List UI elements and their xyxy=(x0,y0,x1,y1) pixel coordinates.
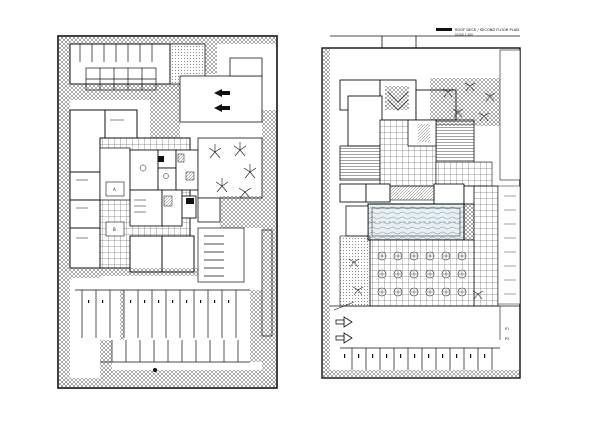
south-walk-hatch xyxy=(100,268,198,276)
room-tag: B xyxy=(113,227,116,232)
drawing-scale: SCALE 1:200 xyxy=(455,33,473,37)
corridor-hatch xyxy=(150,84,180,139)
stall-markers xyxy=(88,300,230,303)
driveway xyxy=(179,75,263,123)
drawing-title: ROOF DECK / SECOND FLOOR PLAN xyxy=(455,28,519,32)
lot-tag: P2 xyxy=(505,337,509,341)
entry-arrow-icon xyxy=(335,332,353,344)
boundary-hatch-left xyxy=(58,36,70,388)
parking-lot xyxy=(75,227,273,363)
boundary-hatch-top xyxy=(58,36,277,44)
room-tag: A xyxy=(113,187,116,192)
boundary-hatch-right xyxy=(262,110,277,388)
deck-slats xyxy=(435,119,475,163)
palm-tree-icon xyxy=(208,142,257,199)
south-rooms xyxy=(129,235,195,273)
entry-arrow-icon xyxy=(335,316,353,328)
title-block: ROOF DECK / SECOND FLOOR PLAN SCALE 1:20… xyxy=(330,28,520,37)
lot-tag: P1 xyxy=(505,327,509,331)
deck-slats-west xyxy=(339,145,381,181)
west-planter xyxy=(339,235,371,307)
stair-core-top xyxy=(205,44,217,74)
roof-garden xyxy=(430,78,500,126)
traffic-arrow-icon xyxy=(214,89,222,97)
ground-floor-plan: A B xyxy=(57,35,278,389)
courtyard xyxy=(197,137,263,199)
traffic-arrow-icon xyxy=(214,104,222,112)
service-block xyxy=(69,43,171,85)
parking-stalls xyxy=(340,347,500,370)
east-deck-lines xyxy=(504,195,516,295)
palm-tree-icon xyxy=(348,258,484,300)
boundary-hatch-bottom xyxy=(58,378,277,388)
boundary-hatch-left-right xyxy=(322,48,330,378)
planter-hatch xyxy=(220,196,262,228)
palm-tree-icon xyxy=(442,82,496,122)
east-deck xyxy=(473,185,499,307)
second-floor-plan: ROOF DECK / SECOND FLOOR PLAN SCALE 1:20… xyxy=(321,28,521,379)
stair-core xyxy=(385,86,409,110)
drain-icon xyxy=(153,368,157,372)
room-doors xyxy=(76,119,124,239)
tree-crosses xyxy=(379,253,465,295)
core-fixtures xyxy=(134,153,195,213)
stall-markers xyxy=(344,354,486,358)
tree-plaza xyxy=(369,239,475,307)
